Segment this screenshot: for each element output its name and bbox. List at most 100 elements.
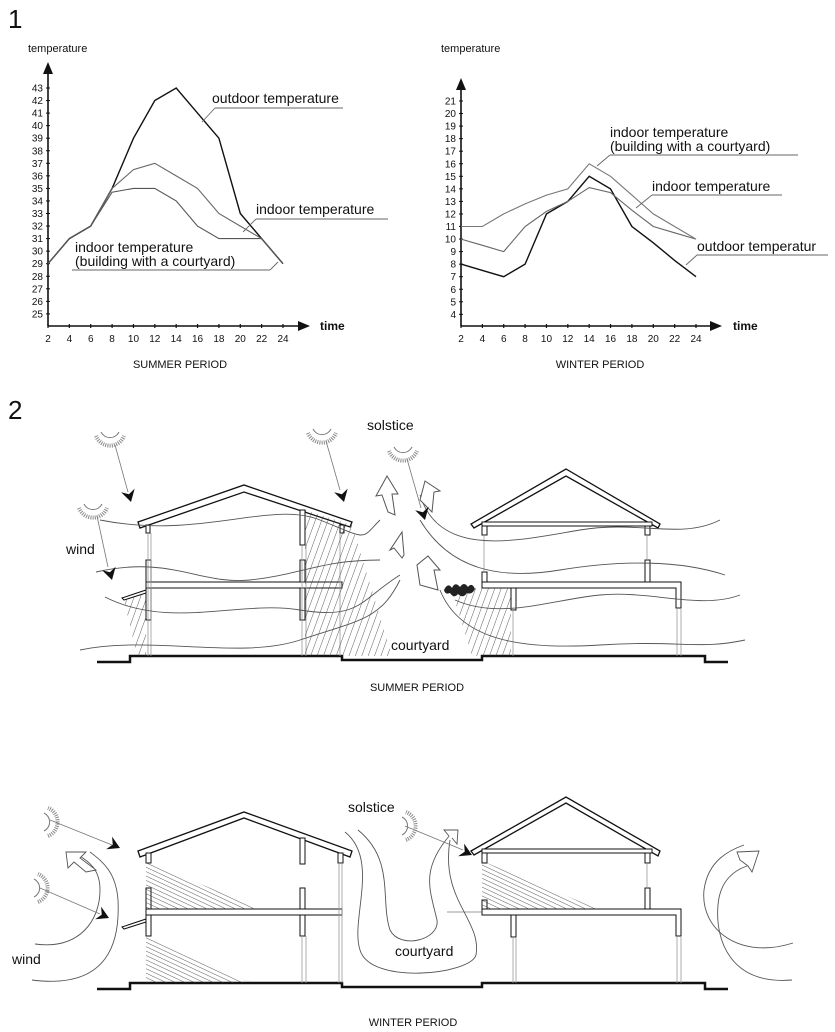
- x-tick-label: 16: [192, 334, 204, 345]
- y-tick-label: 34: [32, 196, 44, 207]
- x-tick-label: 12: [562, 334, 574, 345]
- annotation-leader-line: [242, 218, 257, 233]
- y-tick-label: 10: [445, 235, 457, 246]
- sun-icon-3: [306, 427, 351, 504]
- series-annotation-label: indoor temperature: [610, 124, 729, 140]
- x-axis-label: time: [733, 319, 758, 333]
- x-tick-label: 8: [109, 334, 115, 345]
- x-tick-label: 6: [88, 334, 94, 345]
- y-tick-label: 32: [32, 222, 44, 233]
- y-tick-label: 37: [32, 159, 44, 170]
- annotation-leader-line: [685, 254, 698, 266]
- y-tick-label: 35: [32, 184, 44, 195]
- y-tick-label: 13: [445, 197, 457, 208]
- y-tick-label: 43: [32, 84, 44, 95]
- y-tick-label: 41: [32, 109, 44, 120]
- winter-diagram: solstice wind courtyard WINTER PERIOD: [11, 796, 794, 1029]
- right-wind-swirl: [703, 844, 794, 981]
- left-building: [121, 484, 392, 656]
- y-tick-label: 40: [32, 121, 44, 132]
- series-line-indoor-courtyard: [47, 187, 284, 265]
- annotation-leader-line: [635, 194, 653, 209]
- series-annotation-label: indoor temperature: [75, 239, 194, 255]
- series-annotation-label: outdoor temperature: [212, 90, 339, 106]
- section-number-1: 1: [8, 4, 23, 34]
- x-tick-label: 22: [256, 334, 268, 345]
- y-tick-label: 12: [445, 209, 457, 220]
- winter-diagram-caption: WINTER PERIOD: [369, 1017, 458, 1029]
- x-tick-label: 8: [522, 334, 528, 345]
- section-number-2: 2: [8, 395, 23, 425]
- y-tick-label: 17: [445, 147, 457, 158]
- y-tick-label: 29: [32, 259, 44, 270]
- x-tick-label: 22: [669, 334, 681, 345]
- y-tick-label: 21: [445, 97, 457, 108]
- annotation-leader-line: [596, 154, 611, 167]
- sun-icon-1: [94, 430, 138, 504]
- x-tick-label: 20: [235, 334, 247, 345]
- annotation-leader-line: [201, 107, 216, 123]
- sun-icon-2: [77, 502, 119, 582]
- y-tick-label: 15: [445, 172, 457, 183]
- y-tick-label: 26: [32, 297, 44, 308]
- y-tick-label: 4: [450, 310, 456, 321]
- y-tick-label: 5: [450, 297, 456, 308]
- series-annotation-label: indoor temperature: [652, 178, 771, 194]
- y-tick-label: 42: [32, 96, 44, 107]
- sun-icon-4: [387, 445, 432, 522]
- solstice-label: solstice: [348, 799, 395, 815]
- arrow-up-icon: [416, 555, 442, 591]
- y-tick-label: 11: [446, 222, 457, 233]
- y-tick-label: 27: [32, 284, 44, 295]
- courtyard-air-swirl: [344, 829, 478, 974]
- right-building: [444, 468, 682, 656]
- summer-diagram-caption: SUMMER PERIOD: [370, 682, 464, 694]
- series-annotation-label: (building with a courtyard): [75, 253, 235, 269]
- y-tick-label: 33: [32, 209, 44, 220]
- y-tick-label: 7: [450, 272, 456, 283]
- x-tick-label: 20: [648, 334, 660, 345]
- series-line-indoor-courtyard: [461, 163, 697, 240]
- rising-air-arrows: [375, 475, 442, 591]
- x-tick-label: 18: [626, 334, 638, 345]
- temperature-charts: temperaturetime2526272829303132333435363…: [28, 43, 828, 371]
- wind-label: wind: [65, 541, 95, 557]
- y-tick-label: 39: [32, 134, 44, 145]
- x-axis-label: time: [320, 319, 345, 333]
- winter-temperature-chart: temperaturetime4567891011121314151617181…: [441, 43, 828, 371]
- y-tick-label: 6: [450, 285, 456, 296]
- y-tick-label: 20: [445, 109, 457, 120]
- x-axis-arrow-icon: [298, 321, 310, 331]
- series-annotation-label: (building with a courtyard): [610, 138, 770, 154]
- x-tick-label: 2: [45, 334, 51, 345]
- chart-title: WINTER PERIOD: [556, 359, 645, 371]
- annotation-leader-line: [269, 261, 279, 271]
- y-tick-label: 31: [32, 234, 44, 245]
- courtyard-label: courtyard: [391, 637, 449, 653]
- series-annotation-label: indoor temperature: [256, 201, 375, 217]
- ground-line: [97, 654, 728, 664]
- x-axis-arrow-icon: [710, 321, 722, 331]
- wind-label: wind: [11, 951, 41, 967]
- x-tick-label: 2: [458, 334, 464, 345]
- courtyard-label: courtyard: [395, 943, 453, 959]
- y-tick-label: 36: [32, 171, 44, 182]
- series-annotation-label: outdoor temperatur: [697, 238, 816, 254]
- x-tick-label: 10: [541, 334, 553, 345]
- right-building: [447, 796, 682, 983]
- x-tick-label: 14: [584, 334, 596, 345]
- arrow-up-icon: [388, 530, 405, 559]
- y-tick-label: 9: [450, 247, 456, 258]
- y-tick-label: 19: [445, 122, 457, 133]
- y-tick-label: 30: [32, 247, 44, 258]
- left-wind-swirl: [31, 851, 119, 982]
- y-tick-label: 16: [445, 159, 457, 170]
- y-tick-label: 14: [445, 184, 457, 195]
- x-tick-label: 14: [171, 334, 183, 345]
- ground-line: [97, 981, 728, 991]
- x-tick-label: 18: [213, 334, 225, 345]
- x-tick-label: 6: [501, 334, 507, 345]
- vegetation-icon: [444, 584, 475, 597]
- series-line-outdoor: [460, 175, 697, 278]
